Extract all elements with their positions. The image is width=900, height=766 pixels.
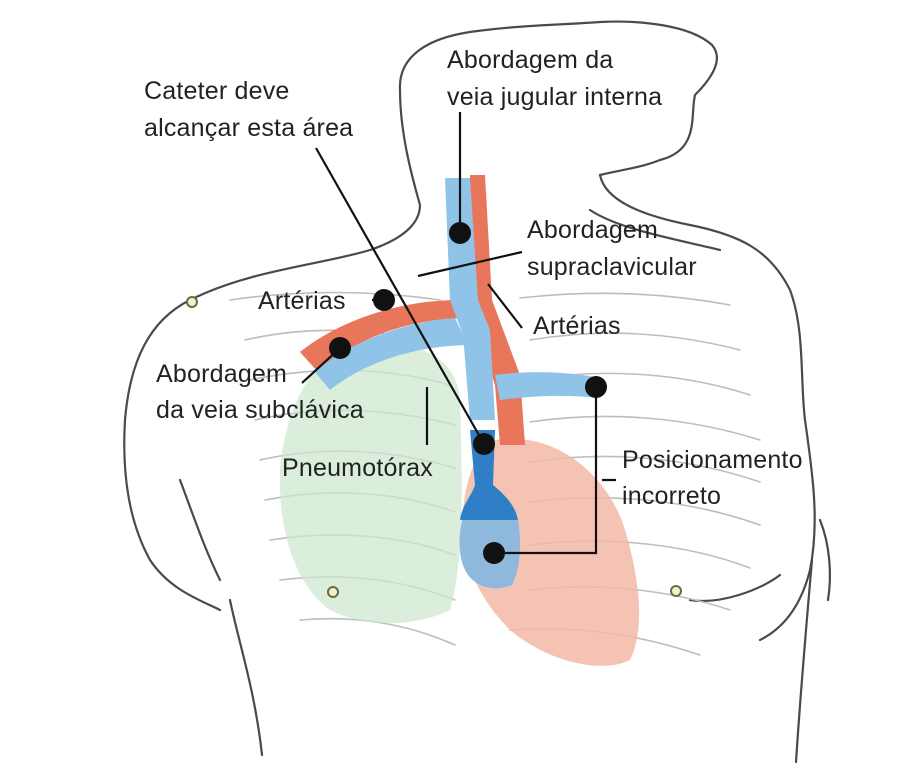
subclavian-marker-dot [329,337,351,359]
subclavian-label-line2: da veia subclávica [156,396,364,424]
arteries-label-right: Artérias [533,312,621,340]
lung [279,342,462,624]
body-outline [123,20,832,764]
supraclavicular-label-line2: supraclavicular [527,253,697,281]
malposition-label-line1: Posicionamento [622,446,803,474]
marker-dots [329,222,607,564]
malposition-marker-dot [585,376,607,398]
malposition-label-line2: incorreto [622,482,722,510]
artery-marker-dot [373,289,395,311]
subclavian-label-line1: Abordagem [156,360,288,388]
catheter-label-line2: alcançar esta área [144,114,354,142]
catheter-target-dot [473,433,495,455]
arteries-label-left: Artérias [258,287,346,315]
atrium-marker-dot [483,542,505,564]
catheter-label-line1: Cateter deve [144,77,290,105]
jugular-label-line1: Abordagem da [447,46,614,74]
vena-cava [460,430,518,520]
supraclavicular-label-line1: Abordagem [527,216,659,244]
jugular-label-line2: veia jugular interna [447,83,663,111]
nipple-markers [186,296,682,598]
jugular-marker-dot [449,222,471,244]
pneumothorax-label: Pneumotórax [282,454,433,482]
